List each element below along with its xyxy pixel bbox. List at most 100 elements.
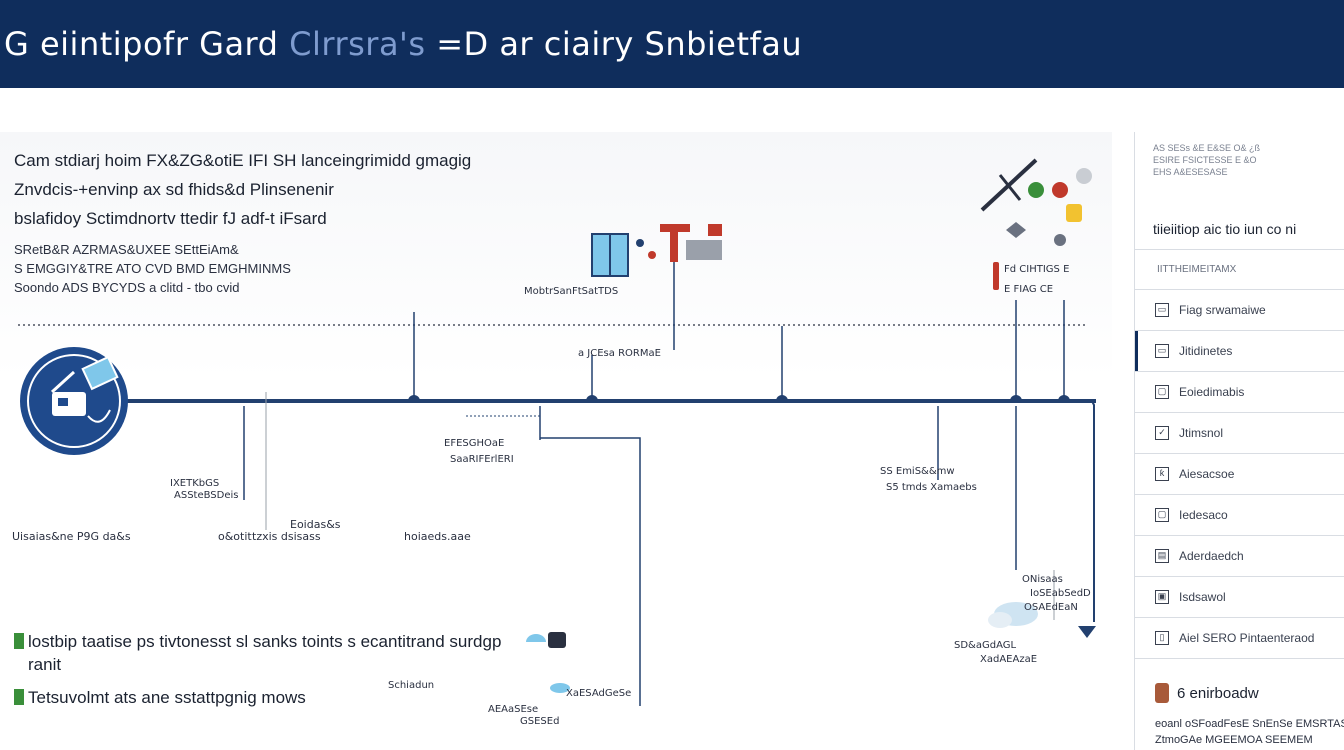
sidebar-header: AS SESs &E E&SE O& ¿ß ESIRE FSICTESSE E … bbox=[1135, 132, 1344, 250]
header-bar: G eiintipofr Gard Clrrsra's =D ar ciairy… bbox=[0, 0, 1344, 88]
sidebar-title: tiieiitiop aic tio iun co ni bbox=[1153, 221, 1297, 237]
down-connector bbox=[540, 437, 641, 706]
label-right-mid-1: SS EmiS&&mw bbox=[880, 466, 955, 477]
label-bottom-right: XadAEAzaE bbox=[980, 654, 1037, 665]
label-mid-1: EFESGHOaE bbox=[444, 438, 504, 449]
sidebar-item[interactable]: ▯ Aiel SERO Pintaenteraod bbox=[1135, 618, 1344, 659]
intro-line: bslafidoy Sctimdnortv ttedir fJ adf-t iF… bbox=[14, 209, 327, 228]
up-tick bbox=[776, 326, 788, 401]
cloud-icon bbox=[988, 602, 1038, 628]
panel-icon bbox=[591, 233, 629, 277]
sidebar-item-label: Aiel SERO Pintaenteraod bbox=[1179, 631, 1315, 645]
label-row: Uisaias&ne P9G da&s bbox=[12, 530, 131, 543]
label-bottom-left: Schiadun bbox=[388, 680, 434, 691]
sidebar-tiny-text: AS SESs &E E&SE O& ¿ß bbox=[1153, 143, 1261, 153]
intro-sub-line: S EMGGIY&TRE ATO CVD BMD EMGHMINMS bbox=[14, 261, 291, 276]
intro-line: Znvdcis-+envinp ax sd fhids&d Plinseneni… bbox=[14, 180, 334, 199]
label-row: tzxis dsisass bbox=[252, 530, 321, 543]
page-title: G eiintipofr Gard Clrrsra's =D ar ciairy… bbox=[4, 25, 802, 63]
sidebar-item-label: Iedesaco bbox=[1179, 508, 1228, 522]
label-mid-2: SaaRIFErlERI bbox=[450, 454, 514, 465]
sidebar-footer: 6 enirboadw eoanl oSFoadFesE SnEnSe EMSR… bbox=[1135, 659, 1344, 747]
label-right-mid-2: S5 tmds Xamaebs bbox=[886, 482, 977, 493]
legend-item: Tetsuvolmt ats ane sstattpgnig mows bbox=[14, 686, 534, 709]
sidebar-note: eoanl oSFoadFesE SnEnSe EMSRTAS bbox=[1155, 718, 1344, 730]
sidebar-note: ZtmoGAe MGEEMOA SEEMEM bbox=[1155, 734, 1313, 746]
sidebar-item-label: Aderdaedch bbox=[1179, 549, 1244, 563]
intro-sub-line: SRetB&R AZRMAS&UXEE SEttEiAm& bbox=[14, 242, 239, 257]
label-bottom-left: GSESEd bbox=[520, 716, 559, 727]
legend: lostbip taatise ps tivtonesst sl sanks t… bbox=[14, 630, 534, 719]
document-icon: ▭ bbox=[1155, 303, 1169, 317]
legend-text: Tetsuvolmt ats ane sstattpgnig mows bbox=[28, 688, 306, 707]
label-bottom-right: SD&aGdAGL bbox=[954, 640, 1016, 651]
sidebar-item-label: Jtimsnol bbox=[1179, 426, 1224, 440]
lock-icon: ▯ bbox=[1155, 631, 1169, 645]
battery-icon bbox=[1155, 683, 1169, 703]
sidebar-item-label: Isdsawol bbox=[1179, 590, 1226, 604]
up-tick bbox=[1010, 300, 1022, 401]
label-bottom-left: XaESAdGeSe bbox=[566, 688, 631, 699]
check-icon: ✓ bbox=[1155, 426, 1169, 440]
timeline-diagram: MobtrSanFtSatTDS a JCEsa RORMaE Fd CIHTI… bbox=[12, 158, 1096, 727]
key-icon: ƙ bbox=[1155, 467, 1169, 481]
sidebar-item[interactable]: ▭ Jitidinetes bbox=[1135, 331, 1344, 372]
intro-sub-line: Soondo ADS BYCYDS a clitd - tbo cvid bbox=[14, 280, 240, 295]
label-top-mid: MobtrSanFtSatTDS bbox=[524, 286, 618, 297]
tool-icon bbox=[636, 224, 722, 262]
sidebar-tiny-text: ESIRE FSICTESSE E &O bbox=[1153, 155, 1257, 165]
sidebar-item-label: Eoiedimabis bbox=[1179, 385, 1245, 399]
sidebar-item[interactable]: ▭ Fiag srwamaiwe bbox=[1135, 290, 1344, 331]
start-node-icon[interactable] bbox=[20, 347, 128, 455]
list-icon: ▤ bbox=[1155, 549, 1169, 563]
title-part-a: G eiintipofr bbox=[4, 25, 189, 63]
sidebar-item[interactable]: ▣ Isdsawol bbox=[1135, 577, 1344, 618]
intro-subtext: SRetB&R AZRMAS&UXEE SEttEiAm& S EMGGIY&T… bbox=[14, 240, 434, 297]
label-bottom-left: AEAaSEse bbox=[488, 704, 538, 715]
device-icon bbox=[526, 632, 570, 693]
tower-icon bbox=[980, 158, 1092, 246]
sidebar-footer-title[interactable]: 6 enirboadw bbox=[1155, 683, 1344, 703]
sidebar-footer-label: 6 enirboadw bbox=[1177, 684, 1259, 702]
sidebar-item[interactable]: ▢ Iedesaco bbox=[1135, 495, 1344, 536]
timeline-end-connector bbox=[1091, 400, 1095, 622]
label-right-top-2: E FIAG CE bbox=[1004, 284, 1053, 295]
legend-item: lostbip taatise ps tivtonesst sl sanks t… bbox=[14, 630, 534, 676]
label-bottom-right: IoSEabSedD bbox=[1030, 588, 1091, 599]
settings-icon: ▢ bbox=[1155, 385, 1169, 399]
sidebar-item-label: Aiesacsoe bbox=[1179, 467, 1235, 481]
label-row: hoiaeds.aae bbox=[404, 530, 471, 543]
legend-swatch bbox=[14, 689, 24, 705]
title-part-b: Gard bbox=[199, 25, 279, 63]
sidebar-item[interactable]: ƙ Aiesacsoe bbox=[1135, 454, 1344, 495]
label-left-mid-2: ASSteBSDeis bbox=[174, 490, 238, 501]
label-top-mid-2: a JCEsa RORMaE bbox=[578, 348, 661, 359]
up-tick bbox=[1058, 300, 1070, 401]
legend-swatch bbox=[14, 633, 24, 649]
image-icon: ▣ bbox=[1155, 590, 1169, 604]
label-right-top: Fd CIHTIGS E bbox=[1004, 264, 1069, 275]
folder-icon: ▭ bbox=[1155, 344, 1169, 358]
label-left-mid-1: IXETKbGS bbox=[170, 478, 219, 489]
intro-text: Cam stdiarj hoim FX&ZG&otiE IFI SH lance… bbox=[14, 146, 614, 233]
up-tick bbox=[408, 312, 420, 401]
marker-icon bbox=[993, 262, 999, 290]
label-row: Eoidas&s bbox=[290, 518, 341, 531]
sidebar-item[interactable]: ▢ Eoiedimabis bbox=[1135, 372, 1344, 413]
sidebar-item[interactable]: ▤ Aderdaedch bbox=[1135, 536, 1344, 577]
timeline-end-arrow bbox=[1078, 626, 1096, 638]
title-part-d: =D ar ciairy Snbietfau bbox=[436, 25, 803, 63]
sidebar-item-label: Fiag srwamaiwe bbox=[1179, 303, 1266, 317]
up-tick bbox=[586, 355, 598, 401]
box-icon: ▢ bbox=[1155, 508, 1169, 522]
legend-text: lostbip taatise ps tivtonesst sl sanks t… bbox=[28, 632, 502, 674]
sidebar-item-label: Jitidinetes bbox=[1179, 344, 1233, 358]
sidebar-item[interactable]: ✓ Jtimsnol bbox=[1135, 413, 1344, 454]
label-bottom-right: OSAEdEaN bbox=[1024, 602, 1078, 613]
sidebar: AS SESs &E E&SE O& ¿ß ESIRE FSICTESSE E … bbox=[1134, 132, 1344, 750]
title-part-c: Clrrsra's bbox=[289, 25, 426, 63]
intro-line: Cam stdiarj hoim FX&ZG&otiE IFI SH lance… bbox=[14, 151, 472, 170]
label-bottom-right: ONisaas bbox=[1022, 574, 1063, 585]
sidebar-tiny-text: EHS A&ESESASE bbox=[1153, 167, 1228, 177]
sidebar-section-label: IITTHEIMEITAMX bbox=[1135, 250, 1344, 290]
